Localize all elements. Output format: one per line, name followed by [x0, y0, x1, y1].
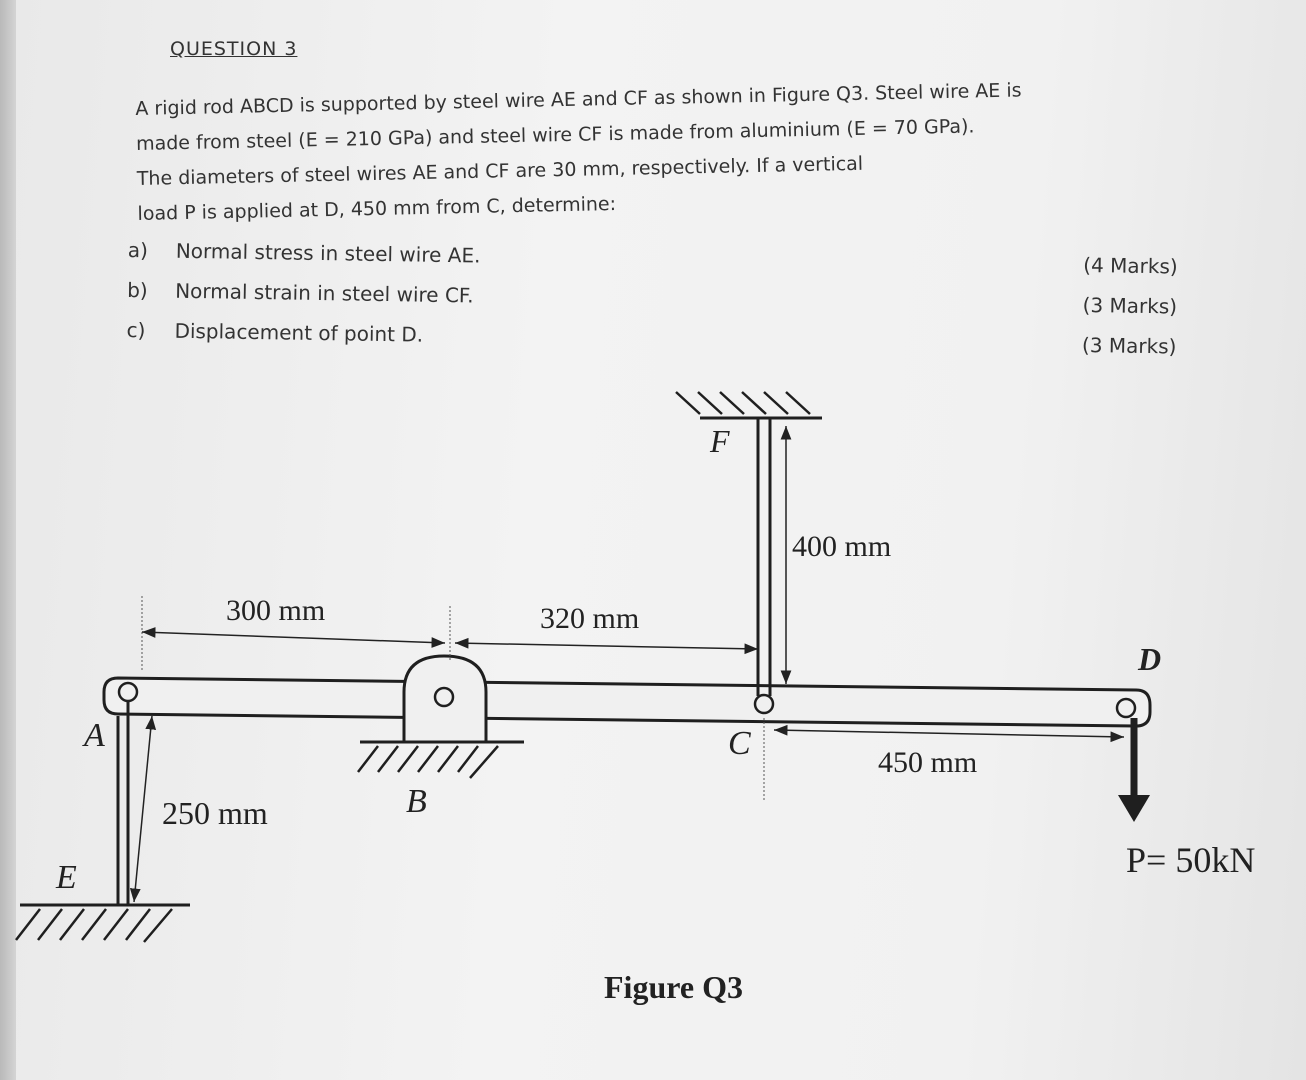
dim-bc: 320 mm: [540, 602, 639, 635]
pin-b: [433, 686, 455, 708]
dim-ab: 300 mm: [226, 594, 325, 627]
pin-d: [1115, 697, 1137, 719]
hatching: [15, 391, 811, 943]
label-b: B: [406, 783, 427, 820]
dim-line-ae: [129, 715, 157, 903]
label-c: C: [728, 725, 751, 762]
rigid-rod: [102, 676, 1152, 728]
dim-cd: 450 mm: [878, 746, 977, 779]
dim-line-bc: [454, 637, 759, 655]
pin-c: [753, 693, 775, 715]
label-d: D: [1137, 641, 1161, 677]
label-e: E: [55, 859, 77, 896]
pin-a: [117, 681, 139, 703]
label-a: A: [82, 717, 105, 754]
page-edge: [0, 0, 16, 1080]
label-f: F: [709, 423, 730, 459]
question-title: QUESTION 3: [170, 38, 298, 60]
dim-cf: 400 mm: [792, 530, 891, 563]
dim-line-cd: [773, 724, 1125, 743]
load-label: P= 50kN: [1126, 840, 1255, 880]
paper-sheet: [16, 0, 1306, 1080]
figure-caption: Figure Q3: [604, 969, 743, 1005]
dim-line-ab: [141, 627, 446, 648]
dim-ae: 250 mm: [162, 795, 268, 831]
